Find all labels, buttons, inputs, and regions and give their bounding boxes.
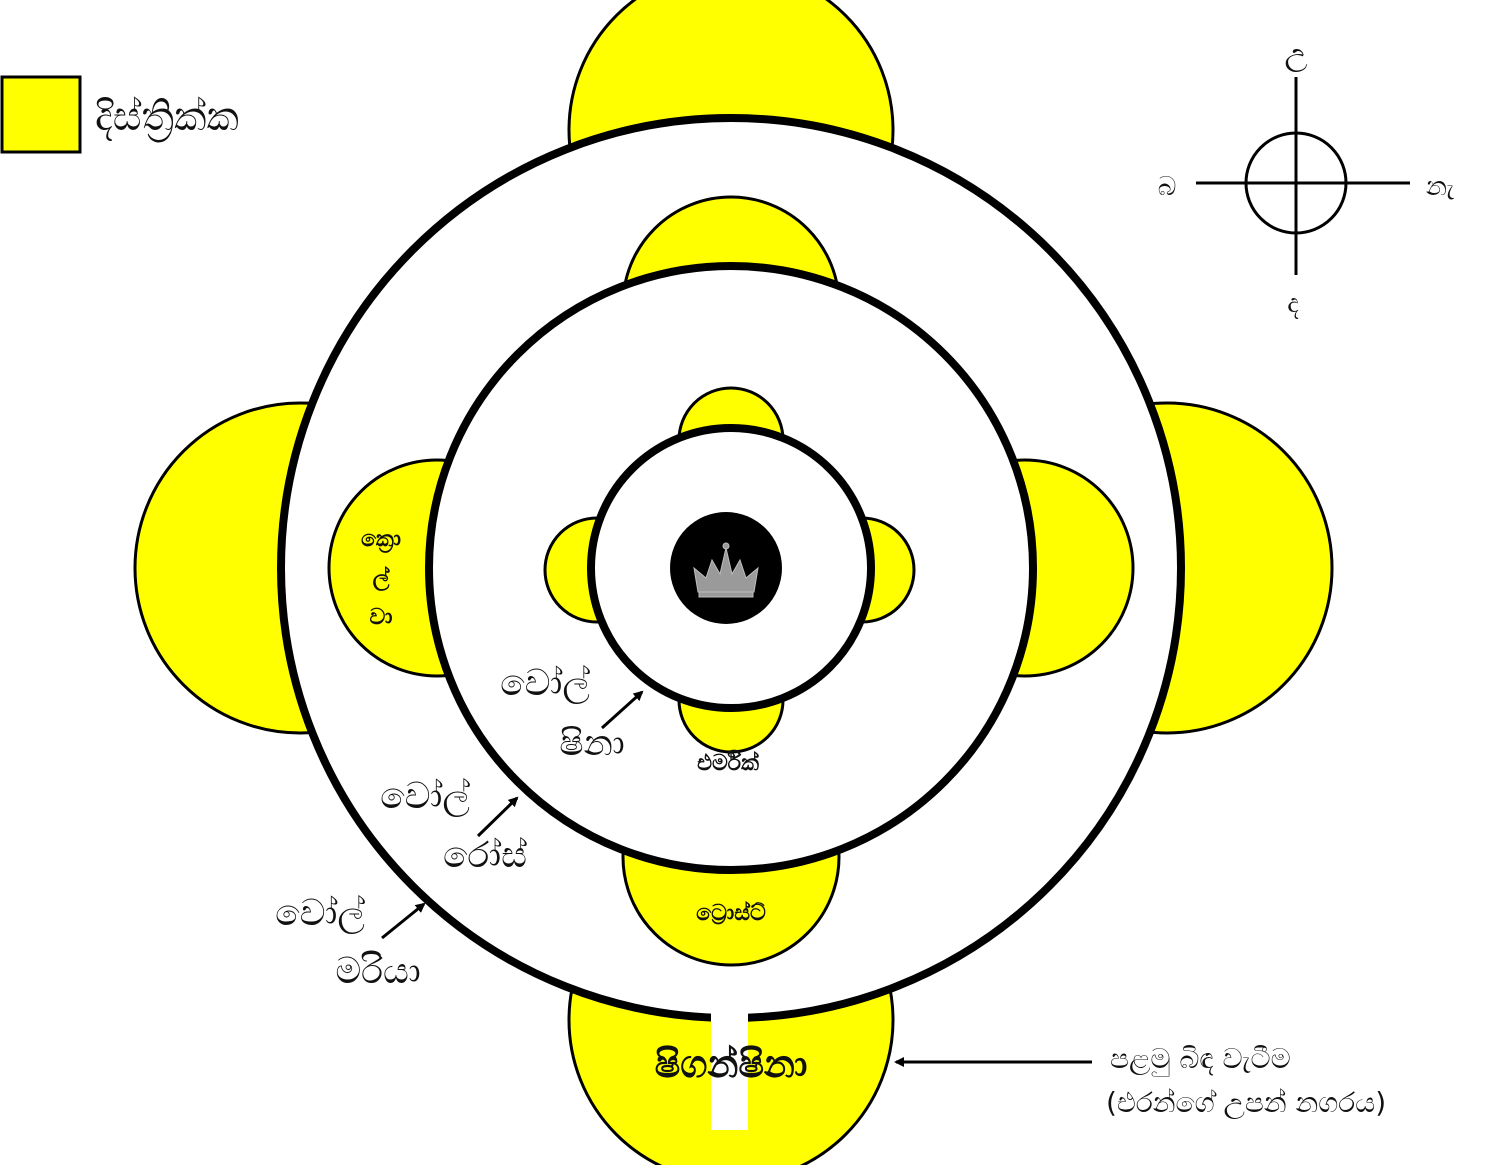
compass-north: උ xyxy=(1285,37,1308,72)
compass-east: නැ xyxy=(1426,172,1455,202)
annotation-line-1: පළමු බිඳ වැටීම xyxy=(1110,1042,1291,1077)
label-karanes-1: ක්‍රො xyxy=(361,527,401,554)
arrow-wall-rose xyxy=(476,796,519,838)
label-wall-rose-1: වෝල් xyxy=(380,776,470,818)
legend-swatch xyxy=(0,75,82,154)
label-wall-rose-2: රෝස් xyxy=(443,835,527,876)
arrow-wall-maria xyxy=(381,902,426,940)
legend-label: දිස්ත්‍රික්ක xyxy=(95,94,239,142)
annotation-line-2: (එරන්ගේ උපන් නගරය) xyxy=(1106,1086,1386,1119)
label-wall-maria-2: මරියා xyxy=(335,951,420,992)
arrow-wall-sina xyxy=(600,690,644,730)
label-trost: ට්‍රොස්ට් xyxy=(696,900,766,926)
label-shiganshina: ෂිගන්ෂිනා xyxy=(655,1042,808,1086)
crown-icon xyxy=(693,542,759,598)
label-ermich: එර්මික් xyxy=(697,749,759,776)
label-wall-sina-2: ෂිනා xyxy=(559,723,624,764)
label-wall-maria-1: වෝල් xyxy=(275,893,365,935)
label-karanes-3: වා xyxy=(369,605,392,630)
label-wall-sina-1: වෝල් xyxy=(500,663,590,705)
label-karanes-2: ල් xyxy=(373,565,391,592)
compass-icon xyxy=(1196,77,1410,275)
breach-gap xyxy=(711,1012,748,1130)
compass-south: ද xyxy=(1287,289,1299,319)
compass-west: බ xyxy=(1158,172,1177,202)
